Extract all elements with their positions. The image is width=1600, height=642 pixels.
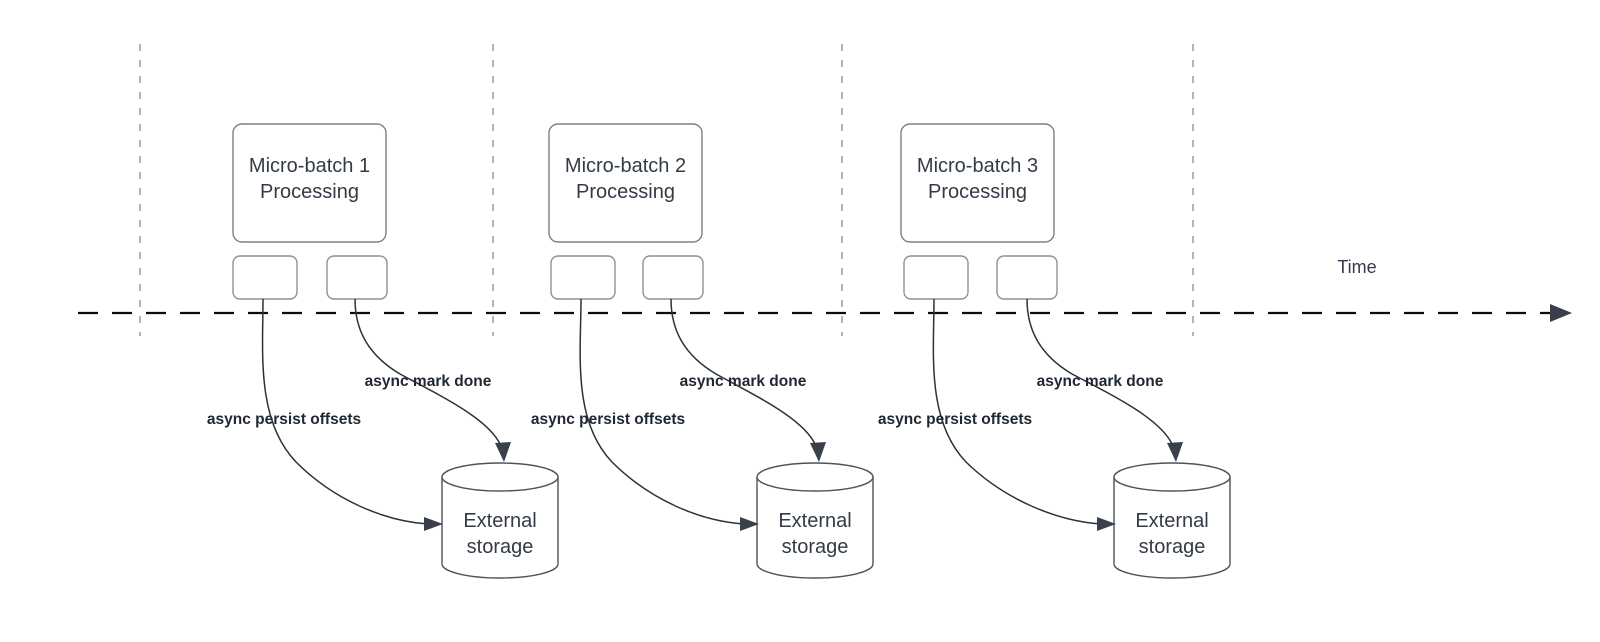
micro-batch-group-1: Micro-batch 1 Processing External storag… [207, 123, 559, 579]
edge-persist-offsets-2-arrow [740, 517, 759, 531]
timeline-arrow-head [1550, 304, 1572, 322]
micro-batch-1-task-box-b[interactable] [326, 255, 388, 300]
edge-mark-done-2-label: async mark done [680, 373, 807, 390]
edge-mark-done-1 [354, 298, 502, 447]
micro-batch-2-task-box-a[interactable] [550, 255, 616, 300]
edge-persist-offsets-3-arrow [1097, 517, 1116, 531]
micro-batch-group-3: Micro-batch 3 Processing External storag… [878, 123, 1231, 579]
edge-persist-offsets-1-label: async persist offsets [207, 411, 361, 428]
external-storage-1-top [441, 462, 559, 492]
separator-group [139, 44, 1194, 336]
time-axis-label: Time [1337, 257, 1376, 277]
edge-mark-done-3 [1026, 298, 1174, 447]
micro-batch-2-task-box-b[interactable] [642, 255, 704, 300]
external-storage-3-body [1113, 476, 1231, 579]
external-storage-3[interactable]: External storage [1113, 462, 1231, 579]
edge-mark-done-3-label: async mark done [1037, 373, 1164, 390]
edge-mark-done-1-arrow [495, 442, 511, 462]
edge-mark-done-3-arrow [1167, 442, 1183, 462]
micro-batch-group-2: Micro-batch 2 Processing External storag… [531, 123, 874, 579]
edge-persist-offsets-1-arrow [424, 517, 443, 531]
external-storage-2-top [756, 462, 874, 492]
edge-persist-offsets-3 [932, 298, 1102, 525]
edge-mark-done-2 [670, 298, 817, 447]
micro-batch-3-task-box-a[interactable] [903, 255, 969, 300]
external-storage-1-body [441, 476, 559, 579]
edge-mark-done-1-label: async mark done [365, 373, 492, 390]
external-storage-2-body [756, 476, 874, 579]
edge-persist-offsets-1 [261, 298, 429, 525]
micro-batch-3-task-box-b[interactable] [996, 255, 1058, 300]
micro-batch-1-box[interactable] [232, 123, 387, 243]
micro-batch-1-task-box-a[interactable] [232, 255, 298, 300]
edge-persist-offsets-2-label: async persist offsets [531, 411, 685, 428]
time-axis: Time [78, 257, 1572, 322]
edge-persist-offsets-3-label: async persist offsets [878, 411, 1032, 428]
external-storage-3-top [1113, 462, 1231, 492]
micro-batch-3-box[interactable] [900, 123, 1055, 243]
micro-batch-2-box[interactable] [548, 123, 703, 243]
edge-mark-done-2-arrow [810, 442, 826, 462]
external-storage-1[interactable]: External storage [441, 462, 559, 579]
edge-persist-offsets-2 [579, 298, 745, 525]
external-storage-2[interactable]: External storage [756, 462, 874, 579]
